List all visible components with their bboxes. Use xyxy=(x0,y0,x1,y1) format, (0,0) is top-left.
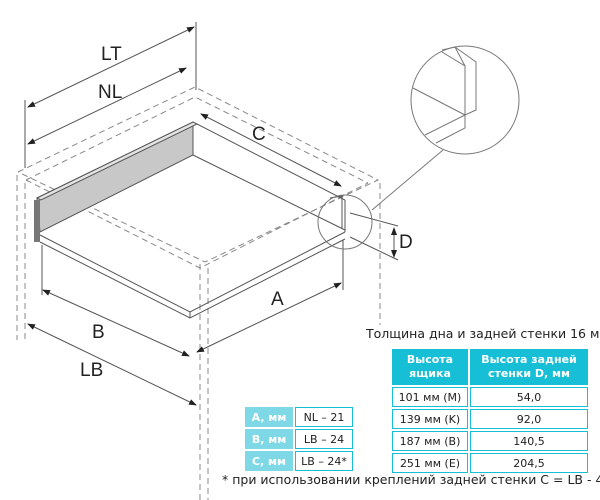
header-drawer-height: Высота ящика xyxy=(392,349,468,385)
table-row: 187 мм (B)140,5 xyxy=(392,431,588,451)
cell: 92,0 xyxy=(470,409,588,429)
label-a: A xyxy=(271,289,284,310)
label-c: C xyxy=(252,124,266,145)
cell: 101 мм (M) xyxy=(392,387,468,407)
drawer-side-panel xyxy=(36,121,194,233)
header-back-height: Высота задней стенки D, мм xyxy=(470,349,588,385)
cell: 140,5 xyxy=(470,431,588,451)
footnote: * при использовании креплений задней сте… xyxy=(222,472,600,487)
table-header-row: Высота ящика Высота задней стенки D, мм xyxy=(392,349,588,385)
cell: 187 мм (B) xyxy=(392,431,468,451)
detail-callout xyxy=(317,45,520,250)
cell: 251 мм (E) xyxy=(392,453,468,473)
table-row: 101 мм (M)54,0 xyxy=(392,387,588,407)
cell: 204,5 xyxy=(470,453,588,473)
formula: NL – 21 xyxy=(295,407,353,427)
label-lb: LB xyxy=(80,360,103,381)
dimension-label: B, мм xyxy=(245,429,293,449)
dimension-lines xyxy=(24,22,399,406)
label-b: B xyxy=(92,322,105,343)
cell: 54,0 xyxy=(470,387,588,407)
formula: LB – 24 xyxy=(295,429,353,449)
large-detail-circle xyxy=(410,45,520,155)
dimension-label: C, мм xyxy=(245,451,293,471)
drawer xyxy=(34,121,346,319)
cell: 139 мм (K) xyxy=(392,409,468,429)
label-d: D xyxy=(399,232,413,253)
formula: LB – 24* xyxy=(295,451,353,471)
label-lt: LT xyxy=(101,44,122,65)
table-row: 251 мм (E)204,5 xyxy=(392,453,588,473)
table-row: 139 мм (K)92,0 xyxy=(392,409,588,429)
dimension-label: A, мм xyxy=(245,407,293,427)
small-detail-circle xyxy=(317,194,373,250)
label-nl: NL xyxy=(98,82,122,103)
thickness-caption: Толщина дна и задней стенки 16 мм xyxy=(366,326,600,341)
height-table: Высота ящика Высота задней стенки D, мм … xyxy=(390,347,590,475)
